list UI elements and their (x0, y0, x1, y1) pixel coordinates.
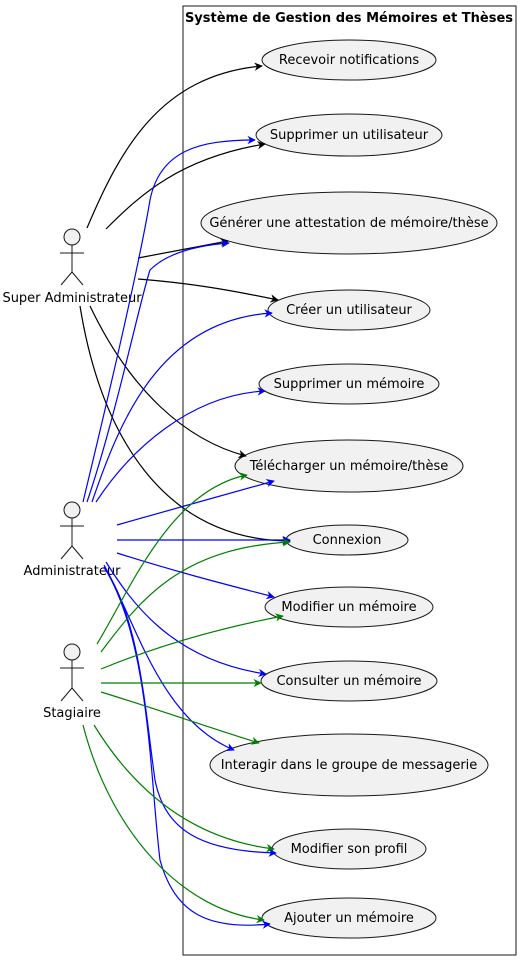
association-admin-supprimer-memoire (95, 387, 266, 503)
association-super-admin-creer-utilisateur (137, 278, 279, 303)
association-stagiaire-modifier-memoire (100, 613, 284, 670)
actor-label-super-administrateur: Super Administrateur (2, 291, 142, 306)
use-case-ajouter-memoire[interactable]: Ajouter un mémoire (261, 897, 437, 939)
association-admin-ajouter-memoire (103, 566, 271, 929)
use-case-recevoir-notifications[interactable]: Recevoir notifications (261, 39, 437, 81)
use-case-generer-attestation[interactable]: Générer une attestation de mémoire/thèse (200, 191, 498, 255)
system-boundary: Système de Gestion des Mémoires et Thèse… (182, 5, 517, 956)
use-case-consulter-memoire[interactable]: Consulter un mémoire (260, 660, 438, 702)
use-case-label: Modifier un mémoire (281, 600, 416, 615)
stagiaire-associations (82, 472, 291, 924)
association-super-admin-supprimer-utilisateur (105, 141, 266, 230)
association-stagiaire-telecharger-memoire (96, 472, 248, 645)
association-stagiaire-connexion (100, 538, 291, 653)
use-case-label: Supprimer un utilisateur (270, 128, 429, 143)
use-case-creer-utilisateur[interactable]: Créer un utilisateur (267, 289, 431, 331)
association-admin-consulter-memoire (105, 561, 267, 678)
actor-label-stagiaire: Stagiaire (43, 706, 101, 721)
association-super-admin-telecharger-memoire (89, 305, 247, 459)
use-case-supprimer-utilisateur[interactable]: Supprimer un utilisateur (255, 113, 443, 157)
use-case-supprimer-memoire[interactable]: Supprimer un mémoire (258, 363, 440, 405)
use-case-label: Recevoir notifications (279, 53, 419, 68)
use-case-label: Ajouter un mémoire (284, 911, 414, 926)
use-case-modifier-memoire[interactable]: Modifier un mémoire (264, 586, 434, 628)
use-case-telecharger-memoire[interactable]: Télécharger un mémoire/thèse (234, 439, 464, 493)
association-admin-generer-attestation (86, 239, 230, 503)
use-case-label: Télécharger un mémoire/thèse (249, 459, 449, 474)
actor-administrateur[interactable] (60, 501, 84, 560)
use-case-label: Interagir dans le groupe de messagerie (221, 758, 478, 773)
association-admin-modifier-memoire (116, 552, 275, 600)
use-case-modifier-profil[interactable]: Modifier son profil (271, 828, 427, 870)
association-stagiaire-modifier-profil (93, 724, 275, 853)
system-title: Système de Gestion des Mémoires et Thèse… (185, 11, 513, 26)
association-admin-modifier-profil (103, 566, 277, 857)
use-case-label: Supprimer un mémoire (274, 377, 425, 392)
actor-label-administrateur: Administrateur (24, 564, 122, 579)
use-case-label: Créer un utilisateur (286, 303, 412, 318)
admin-associations (82, 135, 291, 929)
association-admin-telecharger-memoire (116, 478, 275, 526)
actor-stagiaire[interactable] (60, 643, 84, 702)
use-case-connexion[interactable]: Connexion (285, 524, 409, 556)
association-super-admin-recevoir-notifications (86, 62, 263, 229)
use-case-interagir-groupe[interactable]: Interagir dans le groupe de messagerie (209, 733, 489, 797)
use-case-label: Consulter un mémoire (276, 674, 421, 689)
association-super-admin-connexion (79, 305, 291, 546)
association-admin-creer-utilisateur (91, 309, 273, 503)
association-admin-interagir-groupe (103, 564, 235, 752)
super-admin-associations (79, 62, 291, 546)
use-case-label: Générer une attestation de mémoire/thèse (209, 216, 488, 231)
association-stagiaire-ajouter-memoire (82, 724, 265, 924)
use-case-label: Connexion (313, 533, 382, 548)
association-stagiaire-interagir-groupe (100, 691, 260, 745)
association-admin-supprimer-utilisateur (82, 135, 256, 503)
use-case-label: Modifier son profil (291, 842, 408, 857)
association-super-admin-generer-attestation (137, 238, 229, 259)
actor-super-administrateur[interactable] (60, 228, 84, 286)
